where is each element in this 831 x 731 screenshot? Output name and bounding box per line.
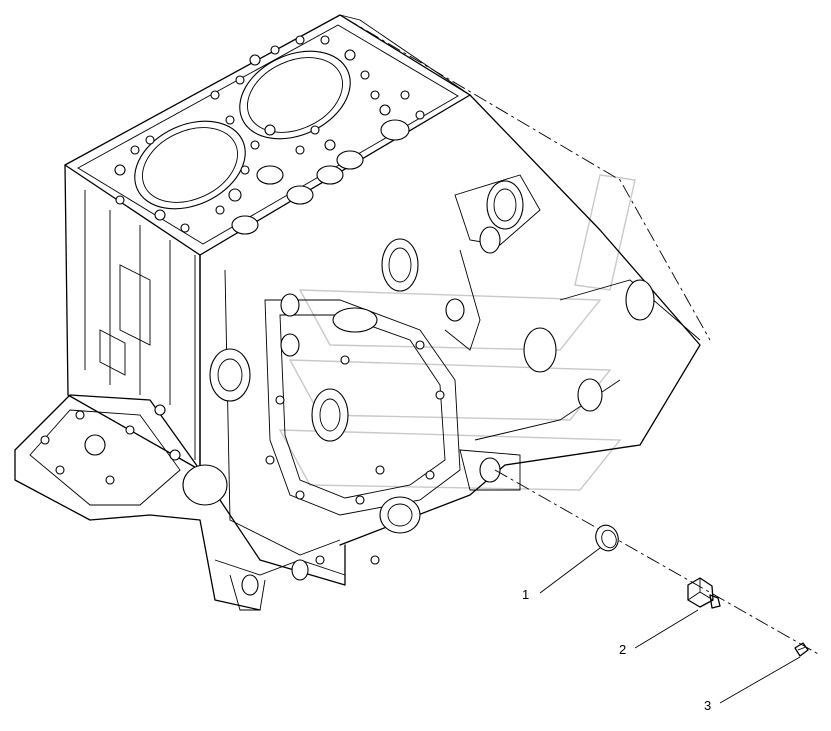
watermark-logo bbox=[278, 174, 636, 491]
deck-holes bbox=[114, 35, 425, 235]
connector-fitting bbox=[794, 642, 809, 657]
callout-1: 1 bbox=[522, 587, 529, 602]
pressure-sensor bbox=[687, 577, 721, 609]
callout-2: 2 bbox=[619, 642, 626, 657]
cylinder-bores bbox=[134, 50, 351, 210]
leader-lines bbox=[539, 547, 801, 704]
assembly-axis-line bbox=[494, 469, 821, 656]
callout-3: 3 bbox=[704, 698, 711, 713]
sealing-washer bbox=[595, 524, 619, 552]
block-bosses bbox=[40, 180, 655, 596]
